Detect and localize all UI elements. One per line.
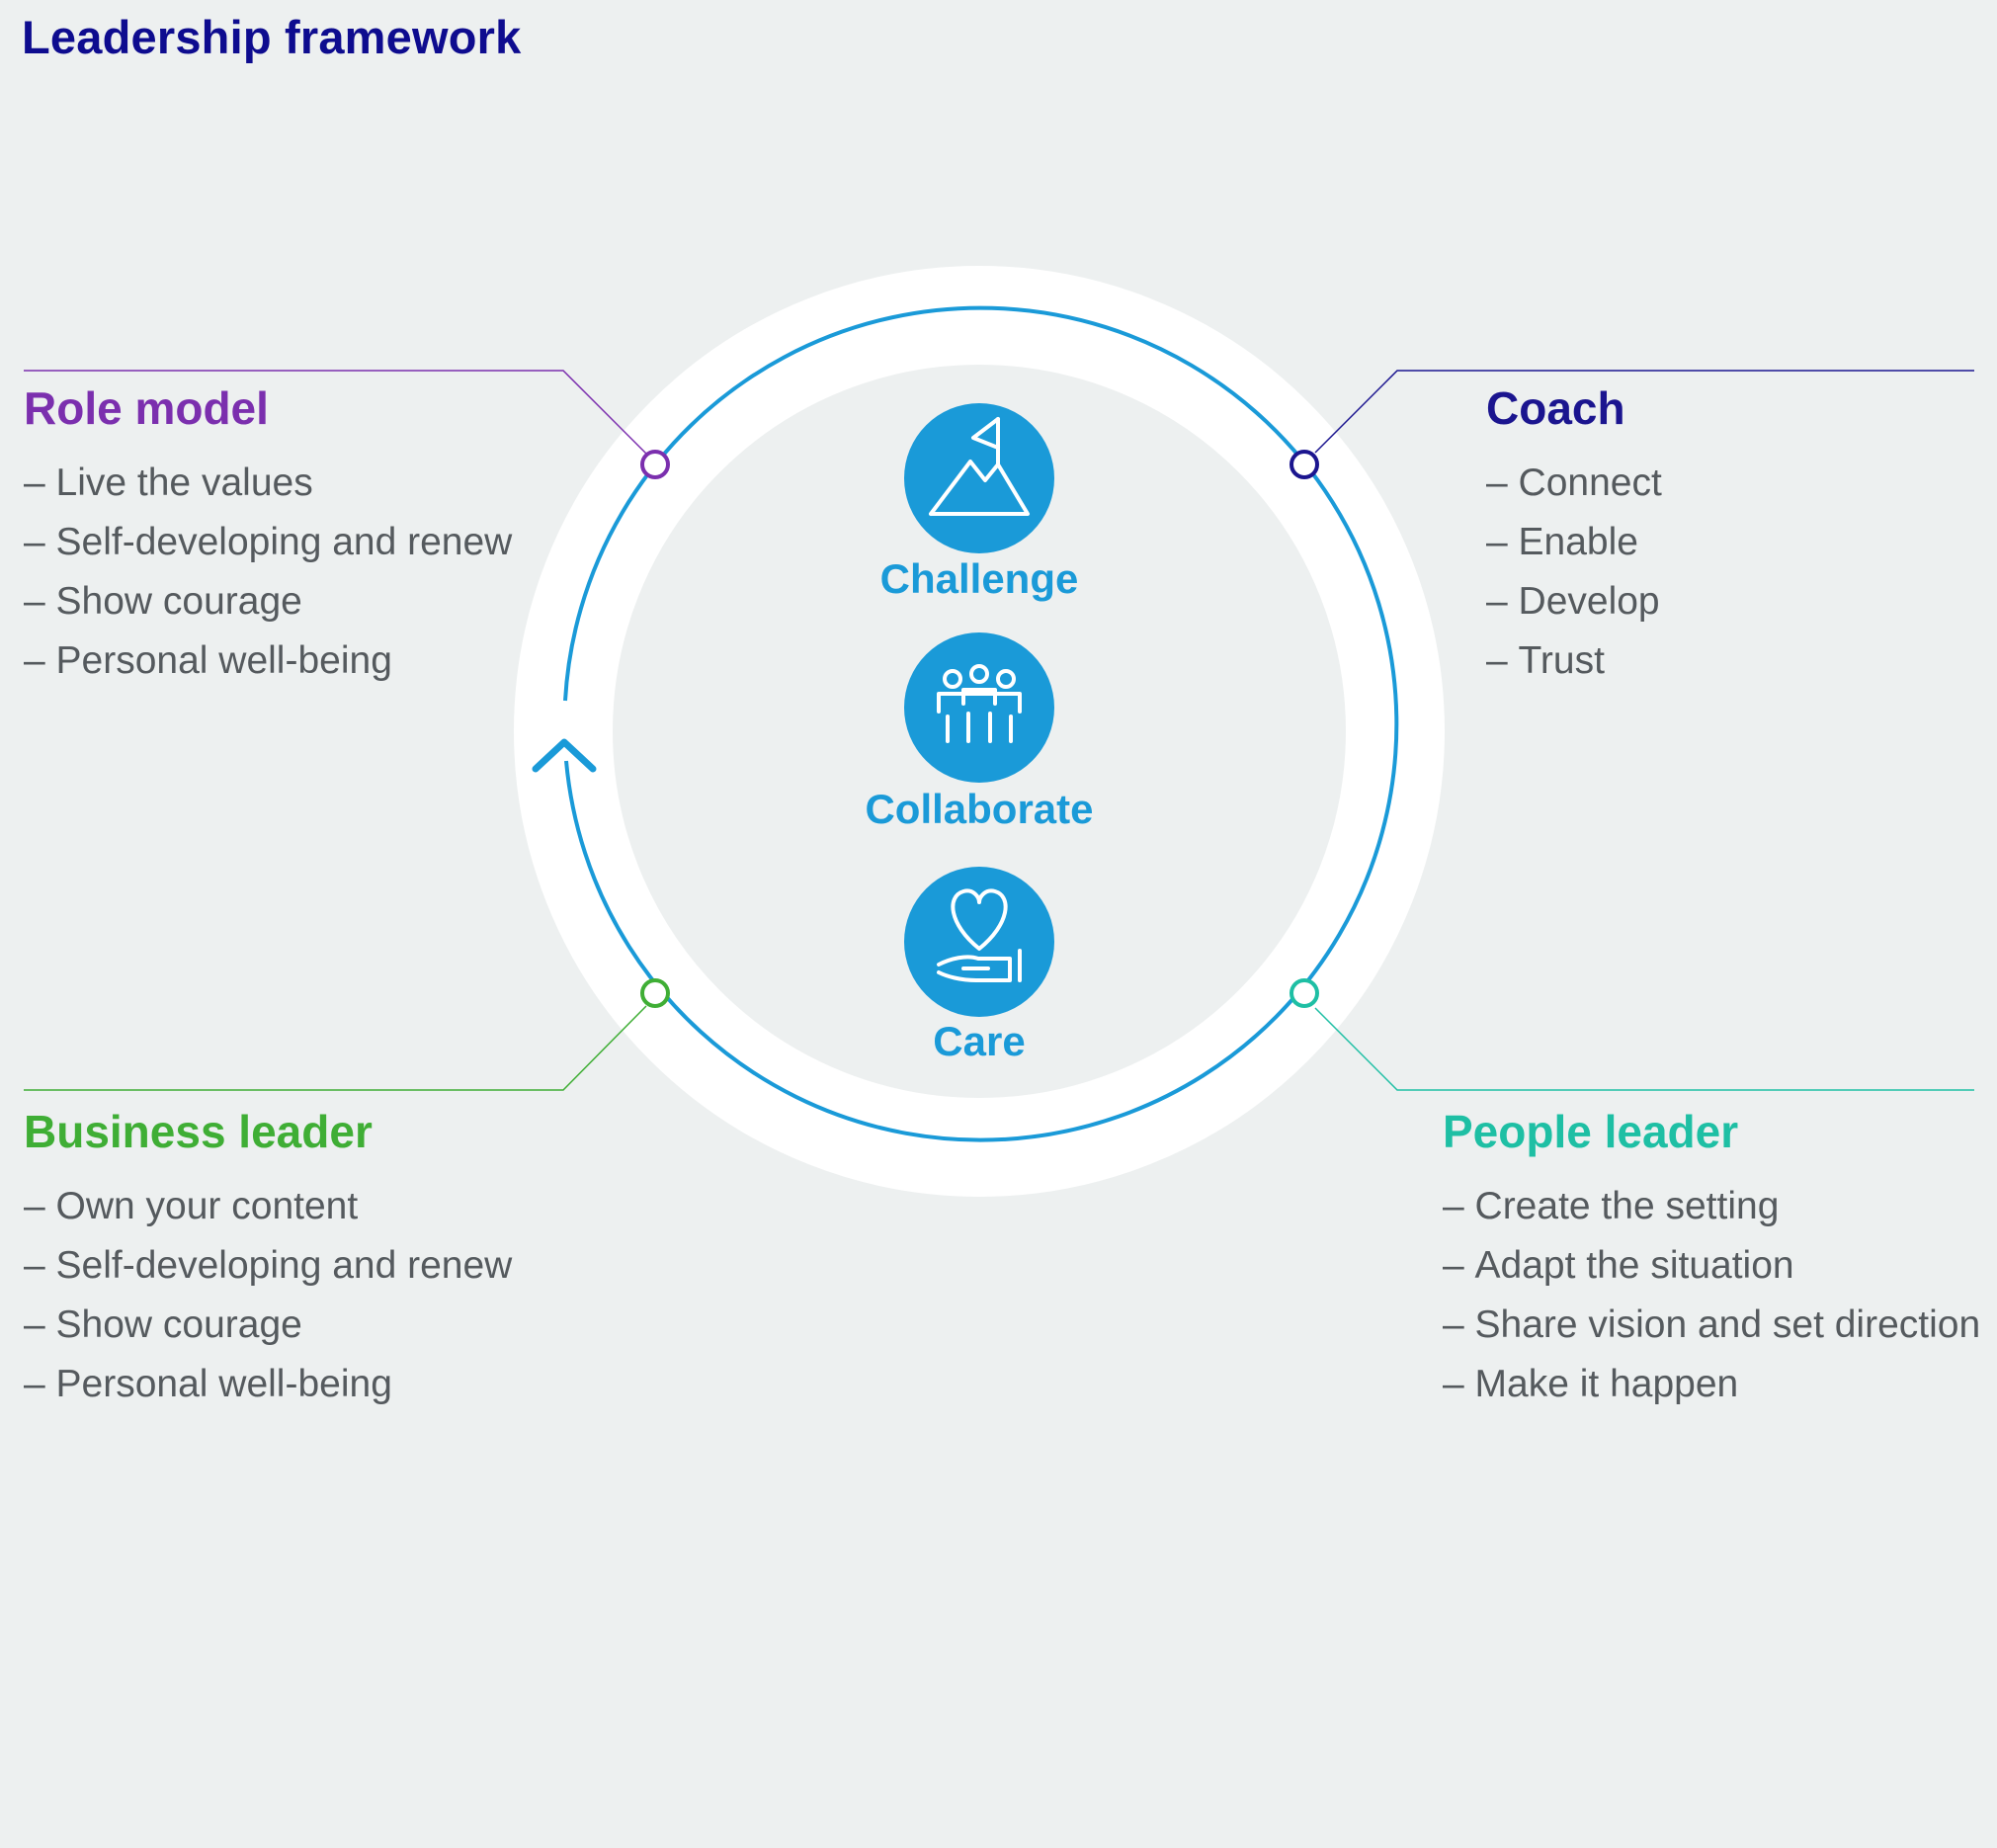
page-title: Leadership framework xyxy=(22,11,522,63)
value-label-challenge: Challenge xyxy=(879,555,1079,602)
list-item: Self-developing and renew xyxy=(24,1236,513,1296)
mountain-flag-icon xyxy=(904,403,1054,553)
people-leader-connector xyxy=(1314,1007,1974,1091)
people-leader-node xyxy=(1290,978,1319,1008)
list-item: Share vision and set direction xyxy=(1443,1296,1981,1355)
people-leader-block: People leader Create the setting Adapt t… xyxy=(1443,1107,1980,1414)
role-model-connector xyxy=(24,370,647,455)
business-leader-connector xyxy=(24,1005,647,1091)
business-leader-node xyxy=(640,978,670,1008)
business-leader-title: Business leader xyxy=(24,1106,373,1157)
role-model-title: Role model xyxy=(24,382,269,434)
role-model-node xyxy=(640,450,670,479)
list-item: Develop xyxy=(1486,572,1662,631)
role-model-block: Role model Live the values Self-developi… xyxy=(24,383,512,691)
list-item: Trust xyxy=(1486,631,1662,691)
list-item: Create the setting xyxy=(1443,1177,1980,1236)
list-item: Own your content xyxy=(24,1177,512,1236)
list-item: Show courage xyxy=(24,1296,512,1355)
list-item: Connect xyxy=(1486,454,1662,513)
coach-connector xyxy=(1314,370,1974,454)
people-leader-list: Create the setting Adapt the situation S… xyxy=(1443,1177,1981,1414)
list-item: Make it happen xyxy=(1443,1355,1980,1414)
list-item: Show courage xyxy=(24,572,512,631)
list-item: Enable xyxy=(1486,513,1662,572)
value-label-collaborate: Collaborate xyxy=(865,786,1094,832)
business-leader-list: Own your content Self-developing and ren… xyxy=(24,1177,513,1414)
coach-node xyxy=(1290,450,1319,479)
cycle-direction-chevron-icon xyxy=(532,738,597,773)
role-model-list: Live the values Self-developing and rene… xyxy=(24,454,513,691)
list-item: Personal well-being xyxy=(24,631,512,691)
list-item: Personal well-being xyxy=(24,1355,512,1414)
coach-block: Coach Connect Enable Develop Trust xyxy=(1486,383,1662,691)
list-item: Adapt the situation xyxy=(1443,1236,1980,1296)
list-item: Live the values xyxy=(24,454,512,513)
heart-hand-icon xyxy=(904,867,1054,1017)
value-label-care: Care xyxy=(933,1018,1026,1064)
people-leader-title: People leader xyxy=(1443,1106,1739,1157)
team-icon xyxy=(904,632,1054,783)
business-leader-block: Business leader Own your content Self-de… xyxy=(24,1107,512,1414)
coach-list: Connect Enable Develop Trust xyxy=(1486,454,1662,691)
list-item: Self-developing and renew xyxy=(24,513,513,572)
cycle-arc xyxy=(563,305,1399,1142)
coach-title: Coach xyxy=(1486,382,1625,434)
